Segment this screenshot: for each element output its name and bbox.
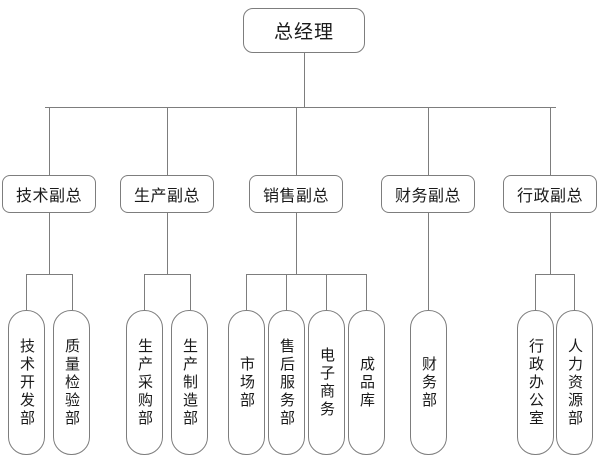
node-label: 行政副总 [516, 186, 583, 205]
node-department-6[interactable]: 电子商务 [308, 310, 345, 455]
node-label: 人力资源部 [566, 337, 584, 428]
connector-vp-drop [296, 107, 297, 175]
connector-dept-drop [574, 274, 575, 310]
node-label: 行政办公室 [527, 337, 545, 428]
node-label: 总经理 [273, 21, 334, 43]
node-vp-0[interactable]: 技术副总 [2, 175, 96, 213]
connector-vp-drop [550, 107, 551, 175]
node-department-9[interactable]: 行政办公室 [517, 310, 554, 455]
connector-dept-drop [26, 274, 27, 310]
node-department-5[interactable]: 售后服务部 [268, 310, 305, 455]
node-label: 技术开发部 [18, 337, 36, 428]
connector-dept-drop [144, 274, 145, 310]
connector-main-bus [45, 107, 556, 108]
node-department-1[interactable]: 质量检验部 [53, 310, 90, 455]
connector-vp-stem [296, 213, 297, 274]
node-general-manager[interactable]: 总经理 [243, 8, 365, 53]
node-department-8[interactable]: 财务部 [410, 310, 447, 455]
connector-dept-drop [190, 274, 191, 310]
node-label: 电子商务 [318, 346, 336, 419]
node-department-4[interactable]: 市场部 [228, 310, 265, 455]
connector-dept-drop [246, 274, 247, 310]
connector-vp-stem [550, 213, 551, 274]
node-label: 销售副总 [262, 186, 329, 205]
node-department-0[interactable]: 技术开发部 [8, 310, 45, 455]
node-vp-2[interactable]: 销售副总 [249, 175, 343, 213]
connector-vp-drop [49, 107, 50, 175]
node-label: 技术副总 [15, 186, 82, 205]
connector-child-bus [26, 274, 72, 275]
connector-dept-drop [428, 213, 429, 310]
node-label: 成品库 [358, 355, 376, 410]
node-label: 售后服务部 [278, 337, 296, 428]
connector-dept-drop [366, 274, 367, 310]
node-department-2[interactable]: 生产采购部 [126, 310, 163, 455]
connector-dept-drop [535, 274, 536, 310]
connector-vp-stem [167, 213, 168, 274]
node-label: 生产采购部 [136, 337, 154, 428]
node-vp-3[interactable]: 财务副总 [381, 175, 475, 213]
node-label: 生产制造部 [181, 337, 199, 428]
connector-child-bus [144, 274, 190, 275]
node-vp-1[interactable]: 生产副总 [120, 175, 214, 213]
connector-vp-drop [428, 107, 429, 175]
node-department-3[interactable]: 生产制造部 [171, 310, 208, 455]
node-label: 质量检验部 [63, 337, 81, 428]
connector-vp-stem [49, 213, 50, 274]
connector-dept-drop [326, 274, 327, 310]
node-label: 市场部 [238, 355, 256, 410]
connector-child-bus [535, 274, 574, 275]
node-label: 生产副总 [133, 186, 200, 205]
connector-child-bus [246, 274, 366, 275]
node-vp-4[interactable]: 行政副总 [503, 175, 597, 213]
node-label: 财务部 [420, 355, 438, 410]
connector-root-drop [304, 53, 305, 107]
connector-dept-drop [72, 274, 73, 310]
connector-dept-drop [286, 274, 287, 310]
node-department-7[interactable]: 成品库 [348, 310, 385, 455]
node-label: 财务副总 [394, 186, 461, 205]
node-department-10[interactable]: 人力资源部 [556, 310, 593, 455]
connector-vp-drop [167, 107, 168, 175]
